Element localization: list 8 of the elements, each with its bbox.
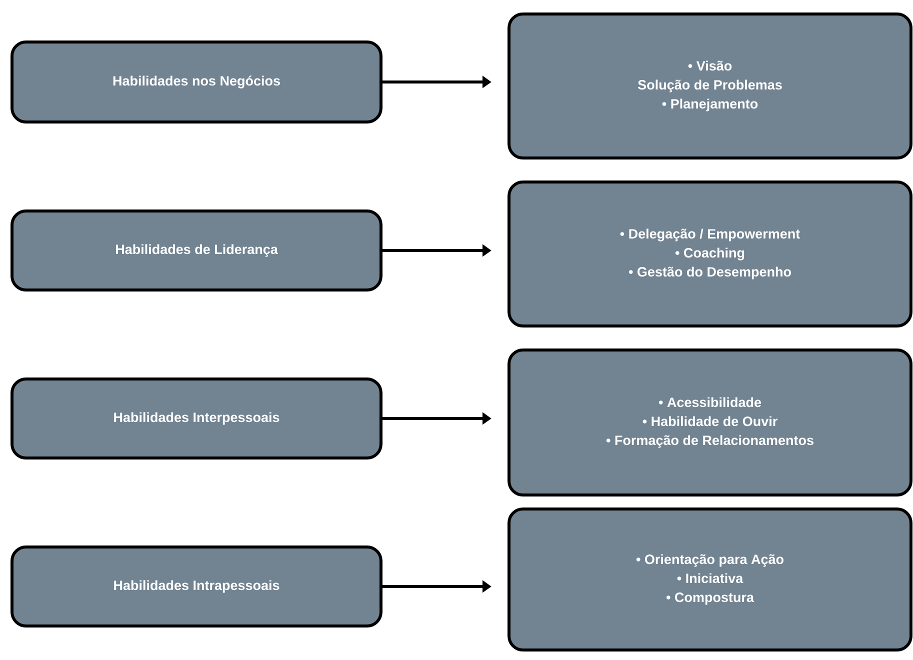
- skills-list-box: • Orientação para Ação • Iniciativa • Compostura: [508, 507, 912, 652]
- skills-list-box: • Delegação / Empowerment • Coaching • Gestão do Desempenho: [508, 180, 912, 328]
- skills-list-box: • Visão Solução de Problemas • Planejamento: [508, 12, 912, 160]
- category-box: Habilidades nos Negócios: [10, 40, 382, 124]
- skills-list-box: • Acessibilidade • Habilidade de Ouvir • Formação de Relacionamentos: [508, 348, 912, 496]
- category-box: Habilidades de Liderança: [10, 210, 382, 292]
- category-box: Habilidades Intrapessoais: [10, 545, 382, 628]
- category-box: Habilidades Interpessoais: [10, 378, 382, 460]
